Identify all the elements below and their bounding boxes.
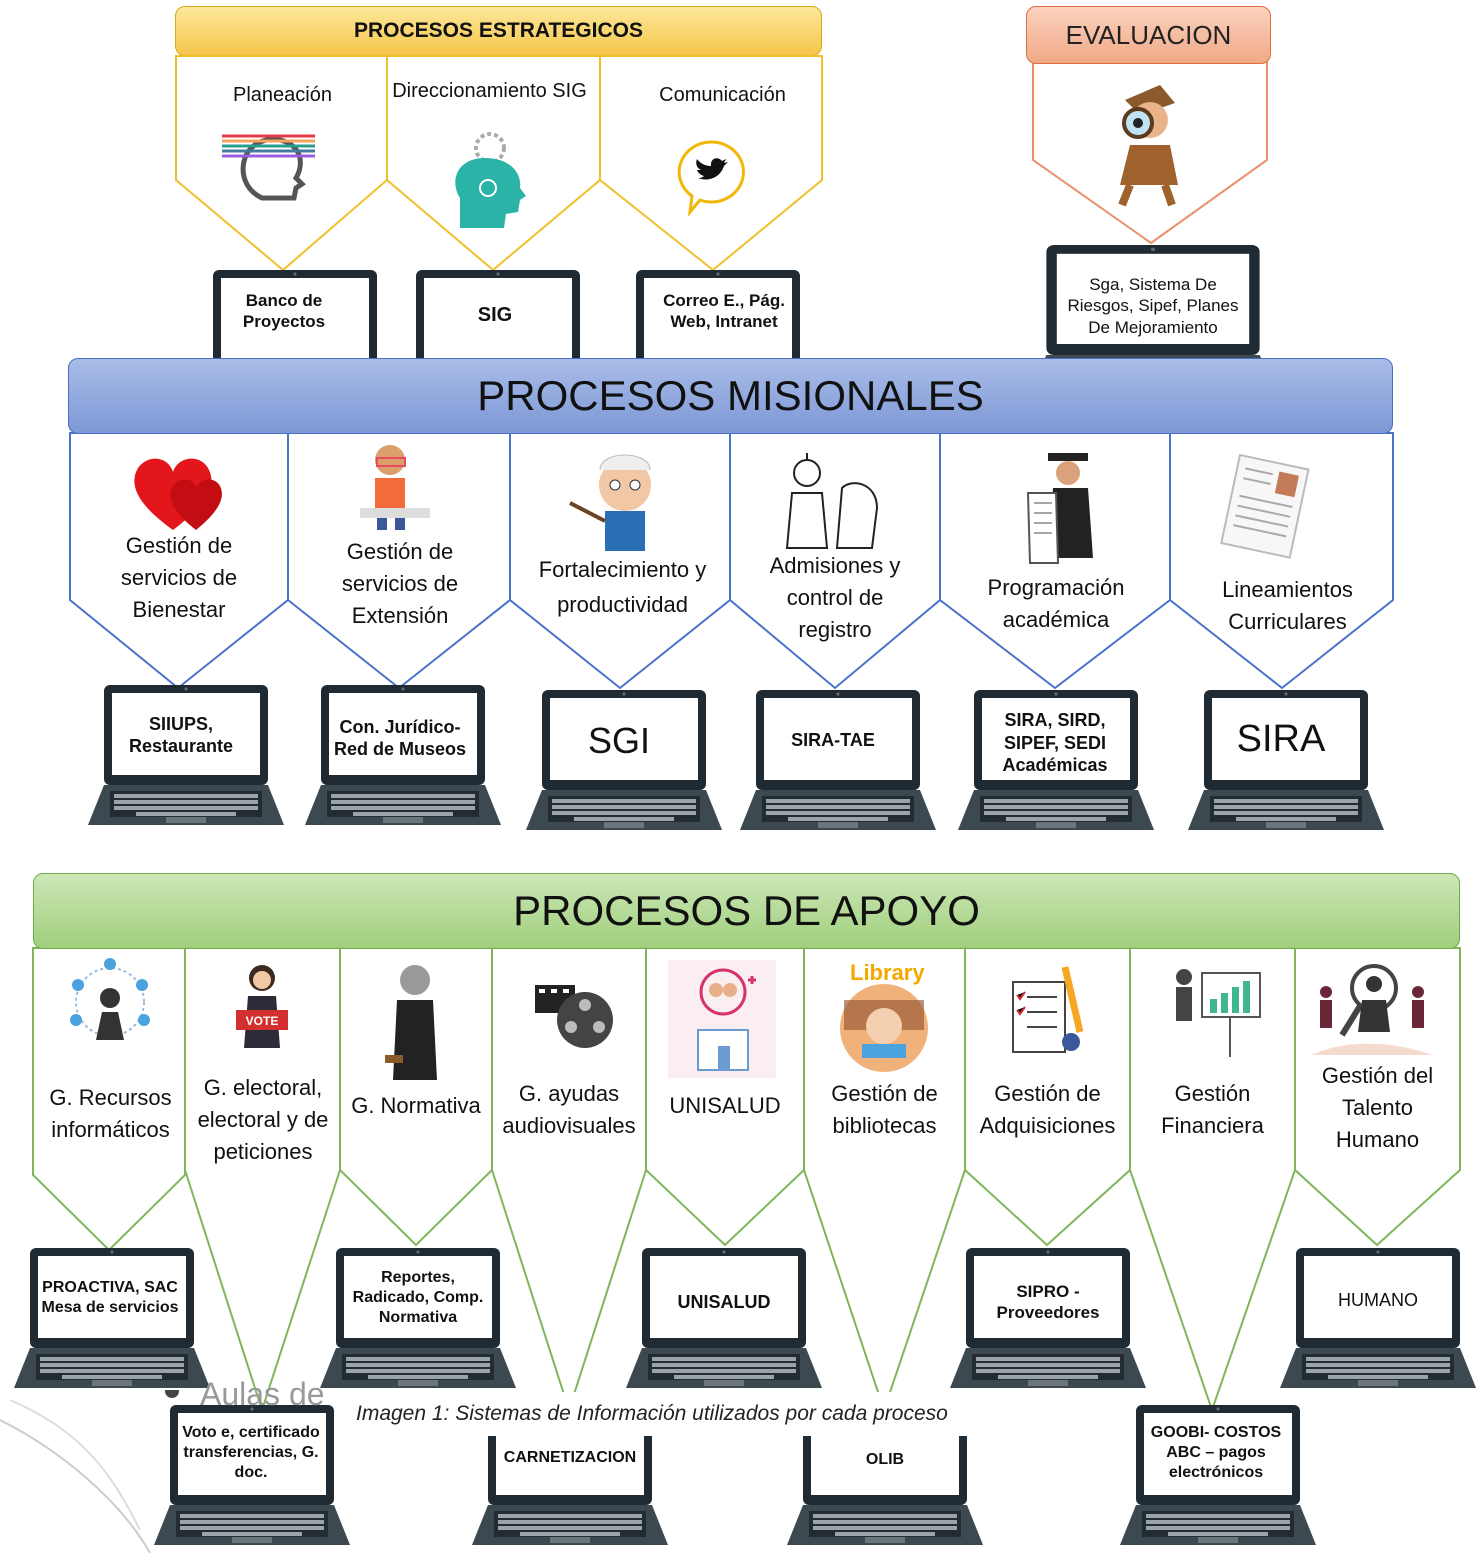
evaluacion-title: EVALUACION bbox=[1065, 19, 1232, 50]
label-electoral: G. electoral, electoral y de peticiones bbox=[197, 1075, 329, 1164]
system-carnetizacion: CARNETIZACION bbox=[503, 1449, 637, 1466]
label-bibliotecas: Gestión de bibliotecas bbox=[831, 1081, 938, 1138]
svg-text:VOTE: VOTE bbox=[246, 1014, 279, 1028]
system-correo: Correo E., Pág. Web, Intranet bbox=[663, 290, 785, 331]
system-sig: SIG bbox=[477, 303, 513, 326]
label-normativa: G. Normativa bbox=[351, 1093, 481, 1118]
misionales-title: PROCESOS MISIONALES bbox=[477, 372, 984, 419]
label-direccionamiento: Direccionamiento SIG bbox=[392, 80, 587, 102]
film-reel-icon bbox=[535, 985, 613, 1048]
judge-icon bbox=[385, 965, 437, 1080]
system-siiups: SIIUPS, Restaurante bbox=[128, 713, 234, 757]
graduate-scroll-icon bbox=[1026, 453, 1093, 564]
professor-pointer-icon bbox=[569, 454, 651, 551]
label-talento-humano: Gestión del Talento Humano bbox=[1321, 1063, 1434, 1152]
overlap-text: Aulas de bbox=[200, 1376, 325, 1412]
gear-head-icon bbox=[455, 132, 526, 228]
system-sgi: SGI bbox=[587, 719, 650, 761]
apoyo-title: PROCESOS DE APOYO bbox=[513, 887, 980, 934]
estrategicos-banner: PROCESOS ESTRATEGICOS bbox=[175, 6, 822, 56]
twitter-bubble-icon bbox=[677, 140, 745, 217]
system-humano: HUMANO bbox=[1338, 1289, 1418, 1310]
chevron-planeacion bbox=[175, 55, 388, 272]
system-sipro: SIPRO - Proveedores bbox=[996, 1281, 1100, 1322]
talent-search-icon bbox=[1312, 964, 1432, 1055]
presentation-chart-icon bbox=[1176, 969, 1261, 1057]
label-fortalecimiento: Fortalecimiento y productividad bbox=[538, 557, 707, 618]
apoyo-banner: PROCESOS DE APOYO bbox=[33, 873, 1460, 949]
system-reportes: Reportes, Radicado, Comp. Normativa bbox=[352, 1269, 484, 1326]
detective-magnifier-icon bbox=[1118, 85, 1178, 207]
lightbulb-head-icon bbox=[222, 134, 315, 201]
system-conjuridico: Con. Jurídico-Red de Museos bbox=[333, 716, 467, 760]
system-proactiva: PROACTIVA, SAC Mesa de servicios bbox=[41, 1279, 179, 1316]
label-lineamientos: Lineamientos Curriculares bbox=[1222, 577, 1353, 634]
scientists-icon bbox=[785, 453, 879, 549]
system-siratae: SIRA-TAE bbox=[791, 729, 875, 750]
health-clinic-icon bbox=[668, 960, 776, 1078]
label-audiovisuales: G. ayudas audiovisuales bbox=[502, 1081, 636, 1138]
figure-caption: Imagen 1: Sistemas de Información utiliz… bbox=[344, 1392, 1079, 1436]
network-people-icon bbox=[70, 958, 150, 1040]
misionales-banner: PROCESOS MISIONALES bbox=[68, 358, 1393, 434]
system-voto: Voto e, certificado transferencias, G. d… bbox=[182, 1424, 320, 1481]
evaluacion-banner: EVALUACION bbox=[1026, 6, 1271, 64]
hearts-icon bbox=[134, 458, 222, 530]
checklist-pencil-icon bbox=[1012, 966, 1084, 1053]
background-sketch bbox=[0, 1390, 179, 1553]
label-admisiones: Admisiones y control de registro bbox=[769, 553, 901, 642]
system-unisalud: UNISALUD bbox=[677, 1291, 771, 1312]
system-goobi: GOOBI- COSTOS ABC – pagos electrónicos bbox=[1150, 1424, 1282, 1481]
label-planeacion: Planeación bbox=[233, 84, 332, 106]
label-financiera: Gestión Financiera bbox=[1161, 1081, 1264, 1138]
system-sira: SIRA bbox=[1236, 718, 1326, 761]
svg-text:Library: Library bbox=[850, 960, 925, 985]
label-recursos-informaticos: G. Recursos informáticos bbox=[49, 1085, 172, 1142]
system-evaluacion: Sga, Sistema De Riesgos, Sipef, Planes D… bbox=[1067, 275, 1239, 337]
label-programacion: Programación académica bbox=[987, 575, 1125, 632]
system-sira-sird: SIRA, SIRD, SIPEF, SEDI Académicas bbox=[1002, 710, 1108, 776]
label-comunicacion: Comunicación bbox=[659, 84, 786, 106]
label-bienestar: Gestión de servicios de Bienestar bbox=[120, 533, 238, 622]
label-unisalud: UNISALUD bbox=[669, 1093, 781, 1118]
system-banco-proyectos: Banco de Proyectos bbox=[242, 290, 326, 331]
estrategicos-title: PROCESOS ESTRATEGICOS bbox=[354, 19, 643, 42]
student-reading-icon bbox=[360, 445, 430, 530]
document-icon bbox=[1220, 453, 1310, 559]
label-adquisiciones: Gestión de Adquisiciones bbox=[979, 1081, 1116, 1138]
label-extension: Gestión de servicios de Extensión bbox=[341, 539, 459, 628]
system-olib: OLIB bbox=[865, 1451, 905, 1468]
vote-woman-icon: VOTE bbox=[236, 965, 288, 1048]
library-icon: Library bbox=[840, 960, 928, 1072]
